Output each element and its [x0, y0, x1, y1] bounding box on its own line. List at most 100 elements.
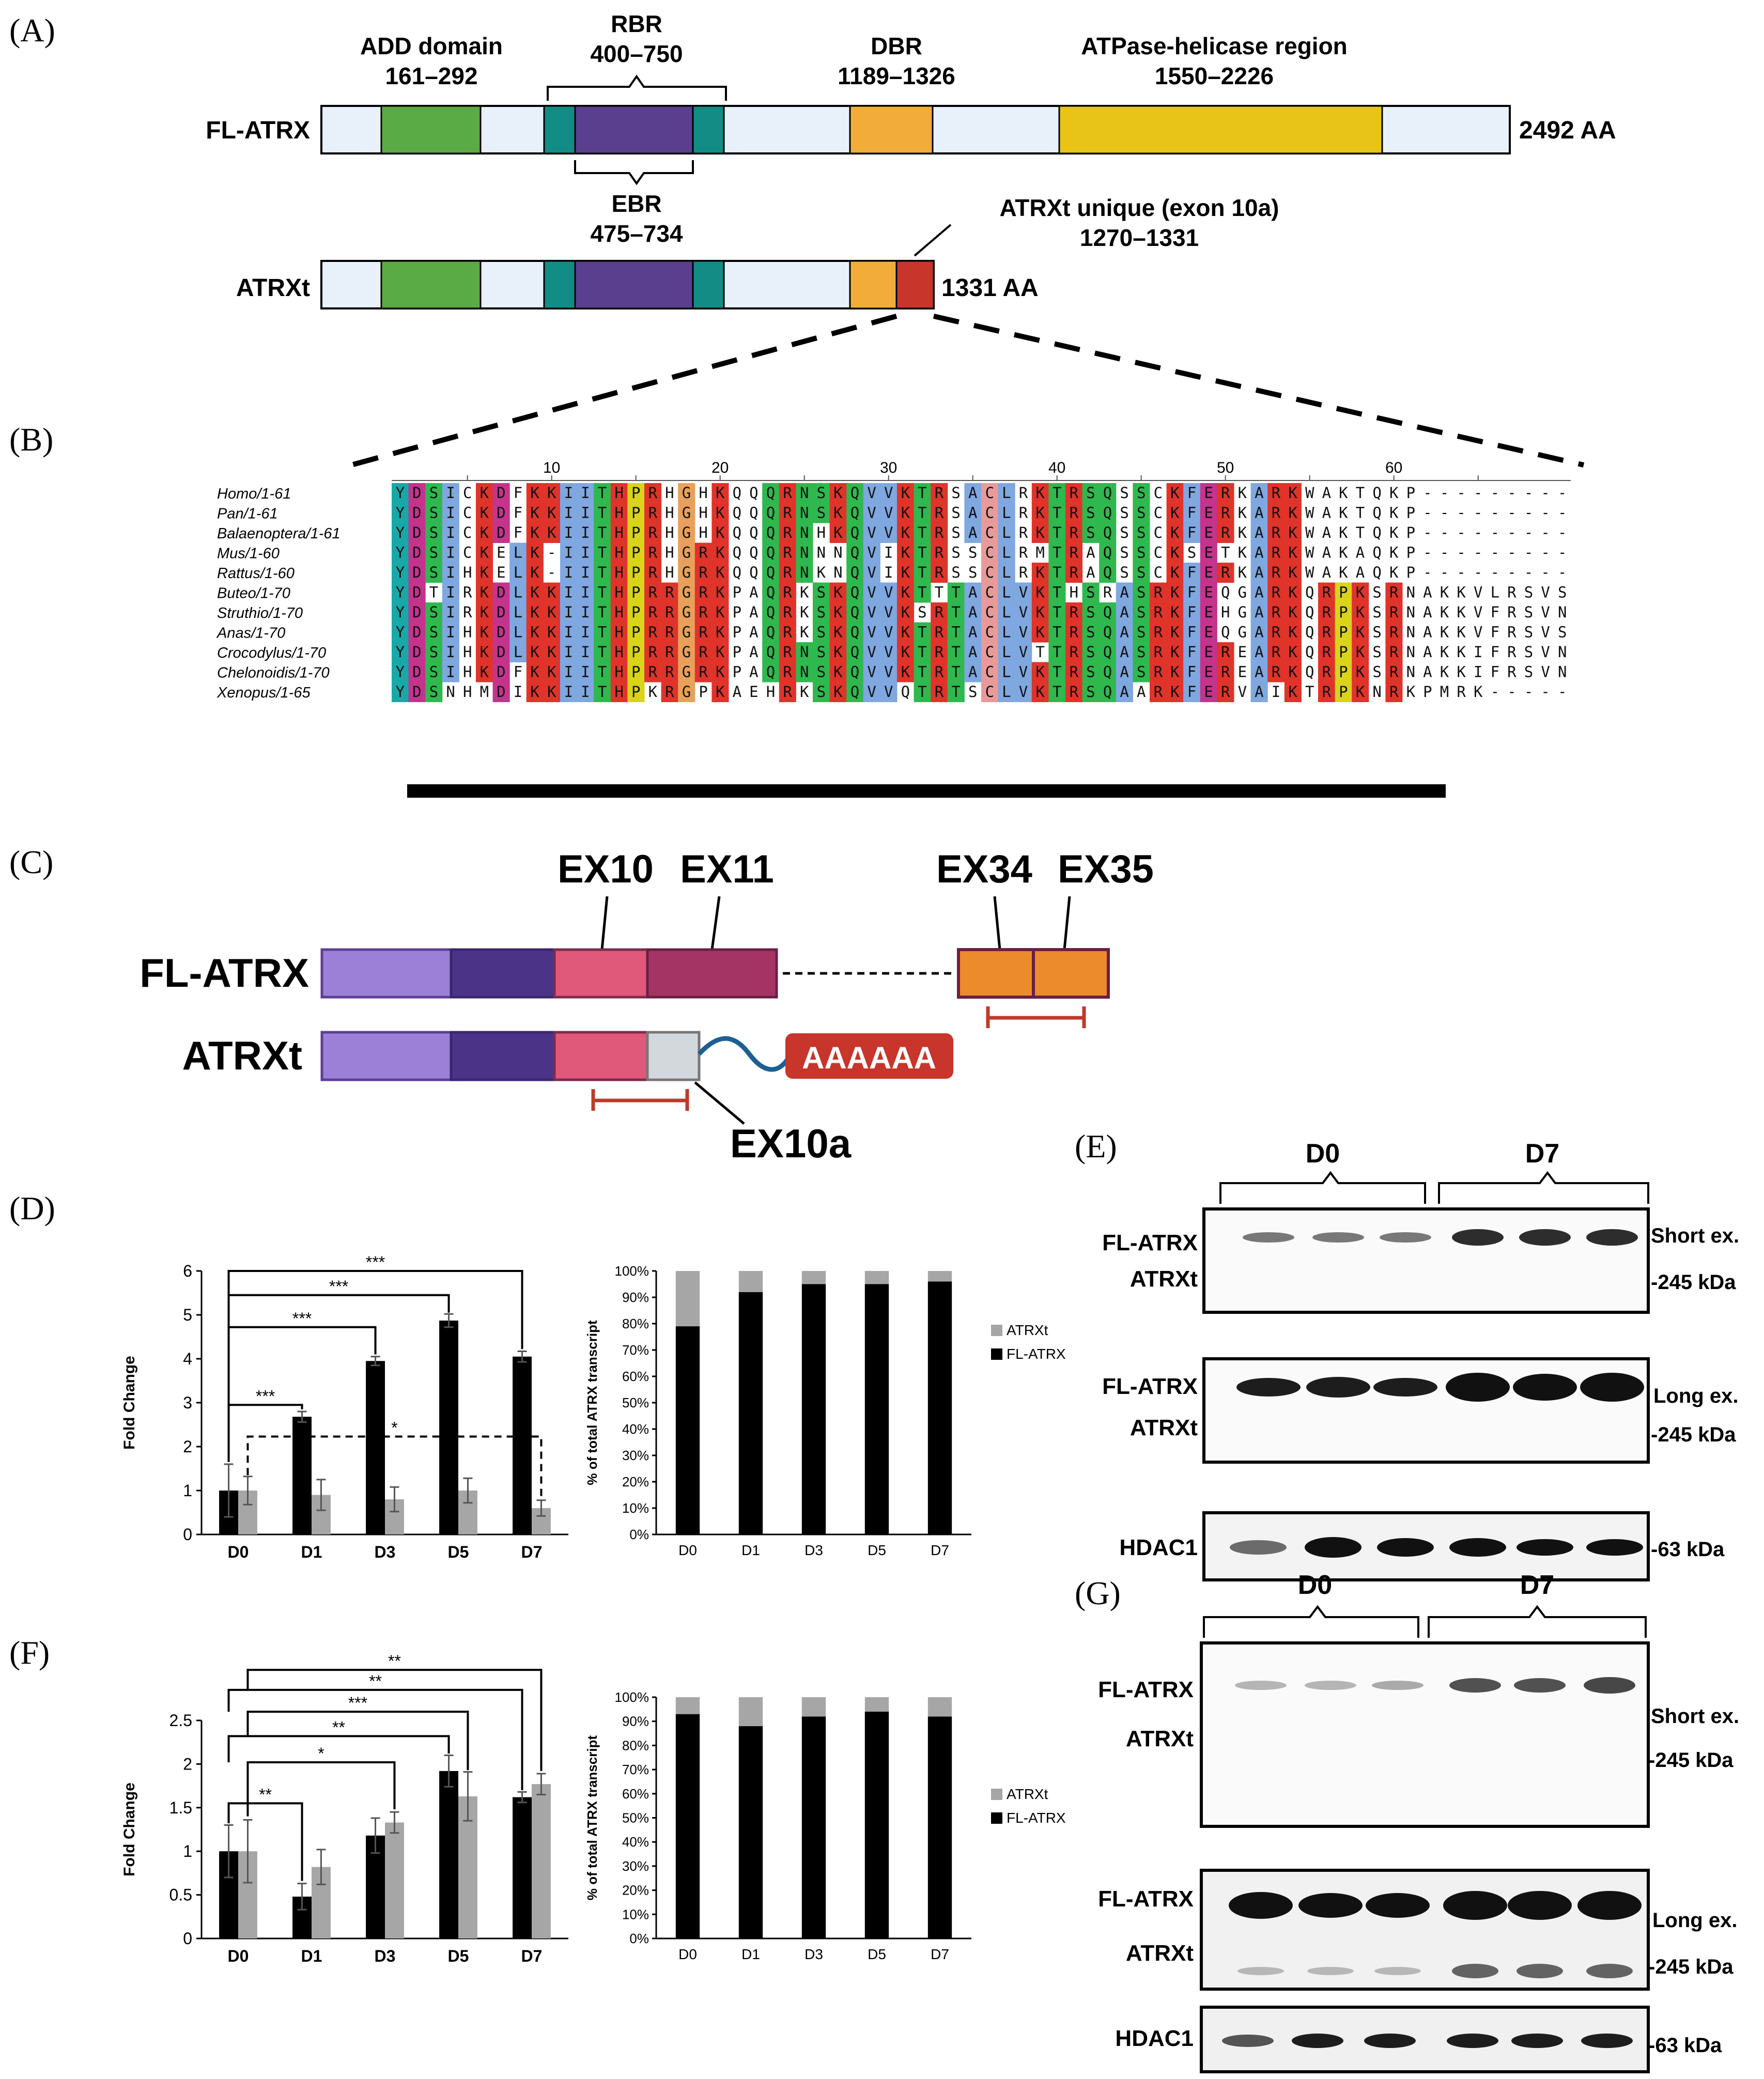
e-short-ex-label: Short ex. — [1651, 1224, 1739, 1247]
residue-char: S — [1137, 504, 1146, 522]
t-primer-bracket — [591, 1089, 689, 1111]
residue-char: K — [1457, 584, 1466, 601]
residue-char: A — [1255, 484, 1263, 502]
residue-char: I — [581, 564, 590, 581]
significance-label: *** — [366, 1253, 385, 1271]
residue-char: K — [530, 603, 539, 621]
residue-char: R — [1507, 663, 1517, 681]
residue-cell — [1031, 662, 1049, 682]
residue-cell — [1116, 682, 1133, 702]
residue-cell — [560, 622, 578, 643]
bar-atrxt — [532, 1784, 551, 1938]
residue-char: A — [1255, 504, 1263, 522]
residue-cell — [1352, 682, 1369, 702]
residue-cell — [543, 662, 561, 682]
residue-char: R — [1070, 484, 1079, 502]
legend-f-fl-swatch — [991, 1812, 1002, 1824]
residue-cell — [829, 662, 847, 682]
residue-cell — [846, 622, 864, 643]
residue-char: R — [1272, 624, 1281, 641]
stack-fl-atrx — [864, 1284, 889, 1534]
residue-char: F — [1491, 624, 1499, 641]
residue-cell — [1048, 682, 1066, 702]
band-t-long — [1452, 1964, 1498, 1978]
residue-cell — [526, 523, 544, 543]
residue-char: R — [1389, 663, 1399, 681]
residue-char: K — [1238, 484, 1247, 502]
residue-char: K — [1035, 683, 1045, 701]
e-hdac1-label: HDAC1 — [1119, 1535, 1198, 1560]
residue-char: S — [817, 663, 826, 681]
residue-cell — [577, 563, 594, 583]
bar-fl-atrx — [513, 1356, 532, 1534]
residue-char: P — [1339, 603, 1348, 621]
residue-cell — [880, 642, 898, 662]
residue-char: R — [463, 584, 472, 601]
residue-char: C — [1154, 564, 1163, 581]
residue-cell — [577, 523, 594, 543]
residue-char: V — [867, 624, 876, 641]
residue-char: S — [1120, 504, 1128, 522]
residue-cell — [1099, 682, 1117, 702]
residue-char: K — [1389, 504, 1399, 522]
residue-char: K — [547, 603, 556, 621]
residue-char: R — [1154, 663, 1163, 681]
residue-char: N — [833, 564, 842, 581]
residue-char: A — [749, 584, 758, 601]
residue-cell — [1065, 523, 1083, 543]
residue-cell — [1217, 682, 1234, 702]
residue-cell — [526, 682, 544, 702]
residue-char: R — [1272, 544, 1281, 562]
residue-char: H — [614, 504, 623, 522]
residue-cell — [1250, 483, 1268, 503]
residue-char: H — [463, 564, 472, 581]
residue-char: A — [1120, 603, 1128, 621]
residue-cell — [846, 483, 864, 503]
residue-cell — [694, 622, 712, 643]
residue-char: R — [783, 624, 792, 641]
residue-char: K — [833, 504, 843, 522]
ex34-pointer — [993, 896, 1001, 950]
band-fl-short — [1243, 1232, 1294, 1243]
c-fl-ex35 — [1032, 948, 1110, 999]
residue-char: G — [682, 564, 691, 581]
residue-char: Q — [1103, 544, 1112, 562]
e-blot-long — [1202, 1357, 1650, 1464]
residue-cell — [1250, 642, 1268, 662]
ruler-label: 20 — [711, 459, 729, 476]
residue-char: A — [1120, 663, 1128, 681]
residue-cell — [627, 662, 645, 682]
residue-cell — [981, 622, 999, 643]
residue-cell — [711, 523, 729, 543]
g-long-ex-label: Long ex. — [1652, 1909, 1737, 1932]
residue-char: R — [1221, 484, 1230, 502]
residue-cell — [492, 483, 510, 503]
residue-char: T — [1035, 643, 1044, 661]
residue-char: T — [598, 564, 607, 581]
residue-char: Q — [1372, 504, 1381, 522]
residue-cell — [644, 483, 662, 503]
residue-cell — [560, 523, 578, 543]
residue-char: E — [1204, 524, 1213, 541]
residue-char: K — [530, 504, 539, 522]
residue-char: S — [1372, 584, 1381, 601]
residue-char: C — [985, 544, 994, 562]
residue-char: R — [648, 624, 658, 641]
y-tick-label: 1 — [183, 1481, 192, 1500]
band-fl-long — [1508, 1891, 1572, 1920]
gap-char: - — [1440, 484, 1449, 501]
residue-char: I — [581, 524, 590, 541]
stack-atrxt — [864, 1697, 889, 1712]
residue-cell — [1335, 662, 1352, 682]
residue-char: N — [800, 484, 809, 502]
residue-char: A — [968, 603, 977, 621]
residue-char: S — [1086, 524, 1095, 541]
residue-char: C — [985, 624, 994, 641]
residue-char: E — [1204, 504, 1213, 522]
residue-char: N — [1558, 643, 1567, 661]
residue-char: P — [1339, 663, 1348, 681]
residue-char: V — [884, 624, 893, 641]
g-short-fl-label: FL-ATRX — [1098, 1677, 1194, 1702]
residue-char: M — [1035, 544, 1044, 562]
residue-char: R — [935, 624, 944, 641]
